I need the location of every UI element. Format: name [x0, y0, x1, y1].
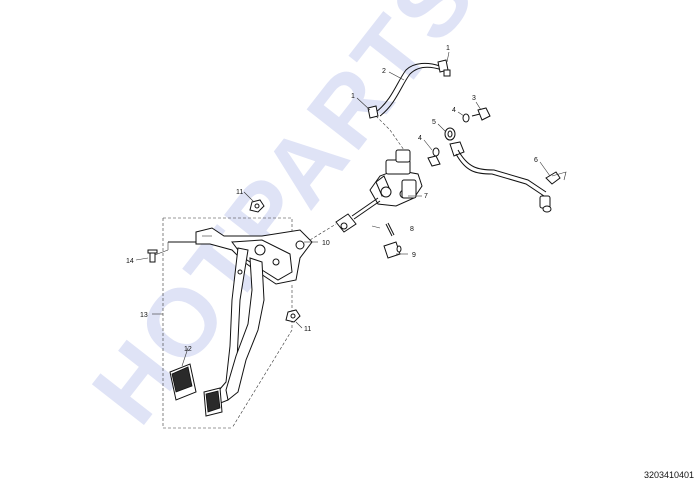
pedal-pad: [203, 387, 223, 417]
nut-11-lower: [285, 309, 301, 323]
hose-clamp-1-upper: [437, 59, 451, 77]
callout-labels: 1 2 1 3 4 5 4 6 7 8 9 10 11 11 12 13 14: [126, 45, 538, 353]
callout-9: 9: [412, 252, 416, 259]
callout-11-lower: 11: [304, 326, 311, 333]
diagram-number: 3203410401: [643, 470, 694, 480]
callout-14: 14: [126, 258, 134, 265]
washer-4-upper: [462, 113, 470, 123]
callout-1-top: 1: [446, 45, 450, 52]
callout-4-upper: 4: [452, 107, 456, 114]
callout-10: 10: [322, 240, 330, 247]
clutch-pedal-arm: [213, 247, 265, 405]
callout-5: 5: [432, 119, 436, 126]
push-rod: [309, 197, 381, 241]
hose-2: [375, 62, 443, 151]
washer-5: [444, 127, 456, 141]
callout-8: 8: [410, 226, 414, 233]
callout-7: 7: [424, 193, 428, 200]
watermark-text: HOTPARTS: [72, 0, 497, 443]
callout-2: 2: [382, 68, 386, 75]
clutch-pipe-6: [449, 141, 567, 213]
callout-3: 3: [472, 95, 476, 102]
pin-8: [385, 222, 395, 237]
washer-4-lower: [427, 147, 441, 167]
pedal-pad-12: [169, 363, 197, 401]
callout-13: 13: [140, 312, 148, 319]
callout-11-upper: 11: [236, 189, 243, 196]
hose-clamp-1-lower: [367, 105, 379, 119]
bolt-3: [471, 107, 491, 121]
clutch-master-cylinder: [369, 149, 423, 207]
callout-12: 12: [184, 346, 192, 353]
pedal-box-outline: [162, 217, 293, 429]
callout-4-lower: 4: [418, 135, 422, 142]
leader-lines: [135, 51, 551, 367]
callout-6: 6: [534, 157, 538, 164]
nut-11-upper: [249, 199, 265, 213]
clip-9: [383, 241, 402, 259]
bolt-14: [147, 249, 158, 263]
callout-1-left: 1: [351, 93, 355, 100]
